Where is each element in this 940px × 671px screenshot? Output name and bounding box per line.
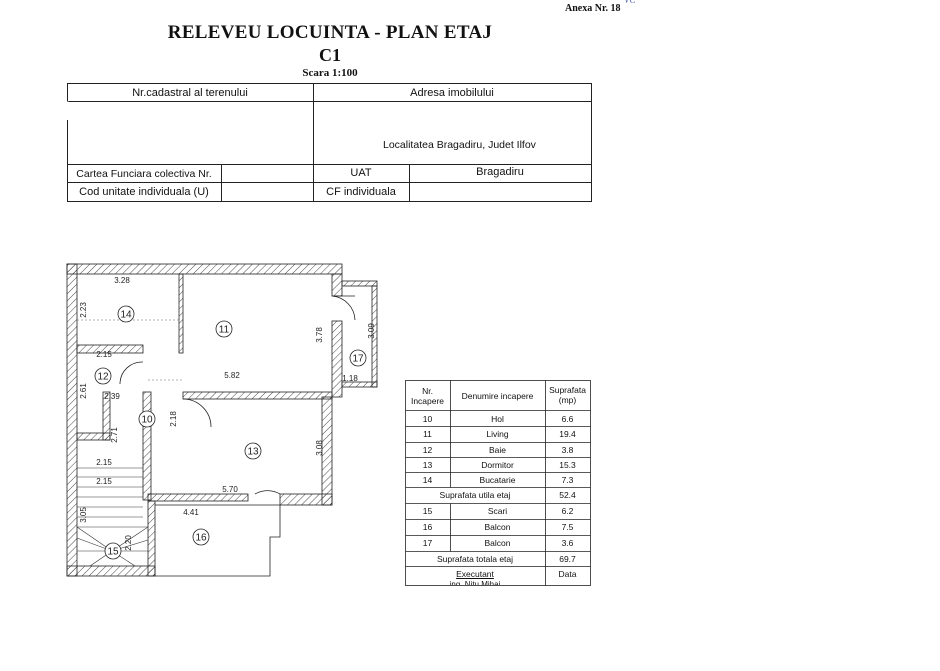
handwritten-mark: VC bbox=[624, 0, 636, 5]
room-row-area: 6.6 bbox=[561, 414, 574, 424]
door-swings bbox=[119, 295, 356, 495]
room-circle bbox=[349, 349, 367, 367]
room-number: 10 bbox=[141, 415, 153, 426]
balcony-16-outline bbox=[155, 504, 281, 577]
dashed-boundary bbox=[77, 276, 183, 381]
uat-value: Bragadiru bbox=[476, 166, 524, 178]
executant-name: ing. Nitu Mihai bbox=[449, 580, 501, 585]
room-marker: 17 bbox=[349, 349, 367, 367]
room-marker: 14 bbox=[117, 305, 135, 323]
room-row-area: 19.4 bbox=[559, 429, 576, 439]
room-row-area: 7.3 bbox=[561, 475, 574, 485]
suprafata-utila-label: Suprafata utila etaj bbox=[439, 490, 511, 500]
annex-number: Anexa Nr. 18 bbox=[565, 3, 621, 14]
dimension-label: 3.78 bbox=[315, 327, 324, 343]
room-row-name: Dormitor bbox=[481, 460, 514, 470]
room-row-name: Scari bbox=[487, 506, 508, 516]
rooms-header-nr: Nr. Incapere bbox=[410, 386, 445, 406]
room-circle bbox=[244, 442, 262, 460]
room-row-nr: 10 bbox=[422, 414, 433, 424]
room-row-name: Baie bbox=[488, 445, 506, 455]
room-row-nr: 12 bbox=[422, 445, 433, 455]
room-number: 15 bbox=[107, 547, 119, 558]
plan-room-numbers: 14 11 17 12 10 13 16 15 bbox=[94, 305, 367, 560]
room-marker: 16 bbox=[192, 528, 210, 546]
room-circle bbox=[94, 367, 112, 385]
dimension-label: 5.82 bbox=[224, 371, 240, 380]
room-row-nr: 15 bbox=[422, 506, 433, 516]
dimension-label: 2.39 bbox=[104, 392, 120, 401]
suprafata-utila-value: 52.4 bbox=[559, 490, 576, 500]
walls bbox=[66, 263, 378, 577]
dimension-label: 4.41 bbox=[183, 508, 199, 517]
room-row-name: Bucatarie bbox=[479, 475, 516, 485]
room-row-nr: 17 bbox=[422, 538, 433, 548]
room-row-area: 3.8 bbox=[561, 445, 574, 455]
dimension-label: 2.18 bbox=[169, 411, 178, 427]
dimension-label: 2.23 bbox=[79, 302, 88, 318]
executant-label: Executant bbox=[456, 569, 494, 579]
room-row-area: 3.6 bbox=[561, 538, 574, 548]
dimension-label: 3.05 bbox=[79, 507, 88, 523]
data-label: Data bbox=[558, 569, 577, 579]
room-marker: 12 bbox=[94, 367, 112, 385]
building-code: C1 bbox=[319, 45, 341, 65]
rooms-header-area: Suprafata (mp) bbox=[549, 385, 586, 405]
dimension-label: 2.15 bbox=[96, 458, 112, 467]
cf-individuala-label: CF individuala bbox=[326, 186, 396, 198]
scale-label: Scara 1:100 bbox=[302, 67, 358, 79]
document-title: RELEVEU LOCUINTA - PLAN ETAJ bbox=[167, 22, 493, 43]
room-marker: 13 bbox=[244, 442, 262, 460]
room-number: 11 bbox=[219, 325, 230, 336]
plan-dimensions: 3.28 2.23 2.15 2.61 2.39 2.71 2.18 2.15 2.15 3.05… bbox=[79, 276, 376, 551]
suprafata-totala-label: Suprafata totala etaj bbox=[436, 554, 514, 564]
room-number: 14 bbox=[120, 310, 132, 321]
room-row-name: Living bbox=[486, 429, 509, 439]
room-row-name: Balcon bbox=[484, 522, 511, 532]
dimension-label: 2.71 bbox=[110, 427, 119, 443]
room-circle bbox=[138, 410, 156, 428]
room-row-area: 7.5 bbox=[561, 522, 574, 532]
room-row-nr: 14 bbox=[422, 475, 433, 485]
dimension-label: 2.20 bbox=[124, 535, 133, 551]
carte-funciara-label: Cartea Funciara colectiva Nr. bbox=[76, 168, 212, 180]
rooms-header-name: Denumire incapere bbox=[461, 391, 534, 401]
nr-cadastral-label: Nr.cadastral al terenului bbox=[132, 87, 248, 99]
room-marker: 15 bbox=[104, 542, 122, 560]
room-row-name: Hol bbox=[491, 414, 504, 424]
suprafata-totala-value: 69.7 bbox=[559, 554, 576, 564]
room-row-nr: 13 bbox=[422, 460, 433, 470]
dimension-label: 3.08 bbox=[315, 440, 324, 456]
room-number: 12 bbox=[97, 372, 109, 383]
room-number: 16 bbox=[195, 533, 207, 544]
address-locality: Localitatea Bragadiru, Judet Ilfov bbox=[383, 139, 536, 151]
room-circle bbox=[104, 542, 122, 560]
cod-unitate-label: Cod unitate individuala (U) bbox=[79, 186, 209, 198]
dimension-label: 3.28 bbox=[114, 276, 130, 285]
dimension-label: 5.70 bbox=[222, 485, 238, 494]
dimension-label: 3.09 bbox=[367, 323, 376, 339]
dimension-label: 1.18 bbox=[342, 374, 358, 383]
room-row-nr: 16 bbox=[422, 522, 433, 532]
room-number: 13 bbox=[247, 447, 259, 458]
room-row-area: 15.3 bbox=[559, 460, 576, 470]
room-marker: 10 bbox=[138, 410, 156, 428]
dimension-label: 2.15 bbox=[96, 477, 112, 486]
room-number: 17 bbox=[352, 354, 364, 365]
adresa-label: Adresa imobilului bbox=[410, 87, 494, 99]
dimension-label: 2.61 bbox=[79, 383, 88, 399]
room-row-name: Balcon bbox=[484, 538, 511, 548]
room-circle bbox=[192, 528, 210, 546]
room-circle bbox=[117, 305, 135, 323]
room-circle bbox=[215, 320, 233, 338]
room-row-area: 6.2 bbox=[561, 506, 574, 516]
dimension-label: 2.15 bbox=[96, 350, 112, 359]
room-marker: 11 bbox=[215, 320, 233, 338]
room-row-nr: 11 bbox=[423, 429, 432, 439]
uat-label: UAT bbox=[350, 167, 372, 179]
